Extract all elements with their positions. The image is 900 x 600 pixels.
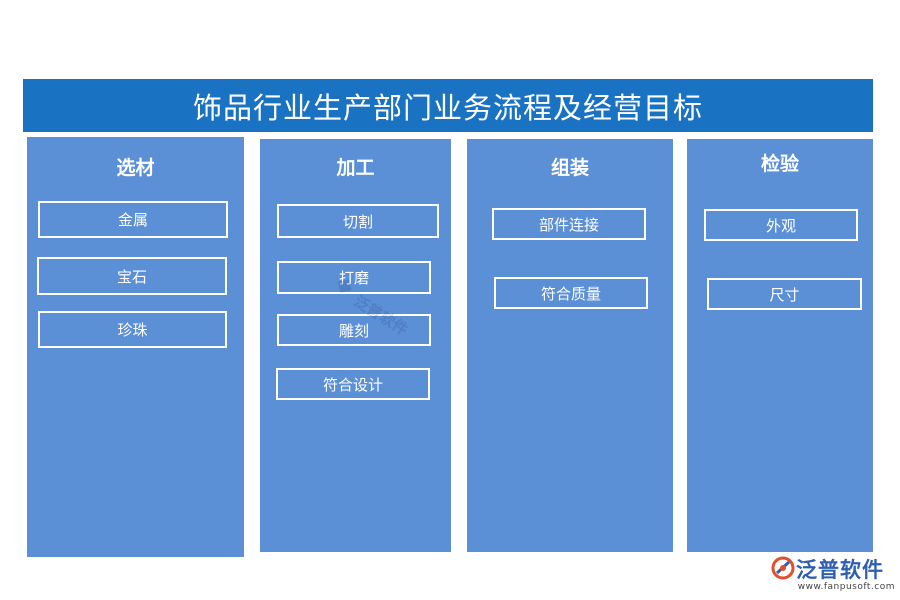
- step-box: 尺寸: [707, 278, 862, 310]
- column-title: 检验: [760, 153, 799, 175]
- step-box: 珍珠: [38, 311, 227, 348]
- column-processing: 加工 切割 打磨 雕刻 符合设计: [260, 139, 451, 552]
- brand-logo: 泛普软件 www.fanpusoft.com: [770, 554, 895, 594]
- column-assembly: 组装 部件连接 符合质量: [467, 139, 673, 552]
- step-box: 金属: [38, 201, 228, 238]
- column-title: 组装: [550, 157, 589, 179]
- step-box: 外观: [704, 209, 858, 241]
- step-box: 宝石: [37, 257, 227, 295]
- step-box: 打磨: [277, 261, 431, 294]
- step-box: 切割: [277, 204, 439, 238]
- brand-url: www.fanpusoft.com: [797, 582, 895, 592]
- column-material-selection: 选材 金属 宝石 珍珠: [27, 137, 244, 557]
- brand-name: 泛普软件: [796, 557, 884, 582]
- column-title: 选材: [116, 157, 155, 179]
- step-box: 符合设计: [276, 368, 430, 400]
- step-box: 符合质量: [494, 277, 648, 309]
- fanpu-logo-icon: [771, 556, 795, 580]
- column-inspection: 检验 外观 尺寸: [687, 139, 873, 552]
- step-box: 部件连接: [492, 208, 646, 240]
- column-title: 加工: [336, 157, 375, 179]
- page-title: 饰品行业生产部门业务流程及经营目标: [23, 79, 873, 132]
- step-box: 雕刻: [277, 314, 431, 346]
